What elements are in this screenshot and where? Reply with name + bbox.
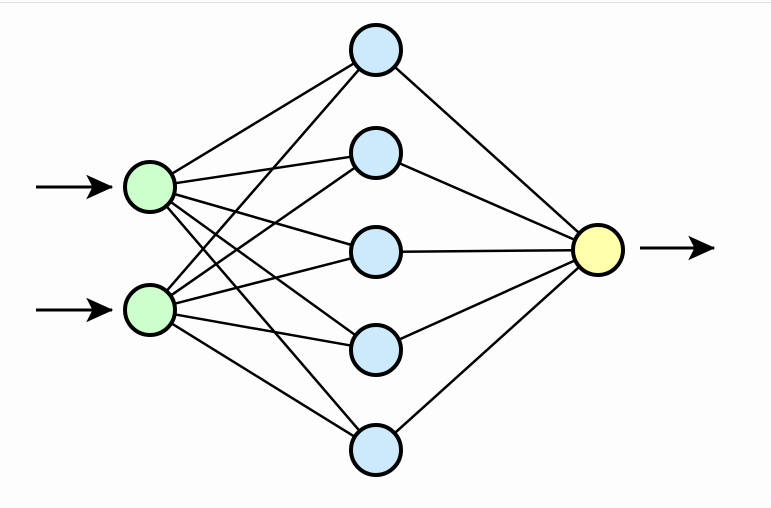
neuron-hidden-4[interactable] [349,323,403,377]
connection-h5-o1 [392,265,582,435]
connection-i1-h1 [169,61,357,176]
neuron-circle-h5[interactable] [349,423,403,477]
neuron-input-1[interactable] [123,160,177,214]
connection-i1-h3 [172,192,354,247]
connection-i2-h3 [172,256,354,306]
connection-i2-h2 [168,165,358,298]
connection-h1-o1 [392,65,582,235]
connection-i2-h5 [169,321,357,439]
neuron-circle-o1[interactable] [571,223,625,277]
neuron-hidden-2[interactable] [349,126,403,180]
neuron-circle-i2[interactable] [123,283,177,337]
connection-i2-h1 [164,67,362,293]
neuron-circle-h1[interactable] [349,23,403,77]
connection-i1-h5 [164,204,362,433]
neuron-output-1[interactable] [571,223,625,277]
connection-h2-o1 [397,161,577,242]
io-arrows-group [36,174,716,323]
neuron-circle-h4[interactable] [349,323,403,377]
connection-h4-o1 [397,258,577,342]
neuron-circle-i1[interactable] [123,160,177,214]
connection-i1-h4 [168,200,358,337]
neuron-circle-h2[interactable] [349,126,403,180]
connection-i1-h2 [173,155,353,185]
neuron-hidden-3[interactable] [349,225,403,279]
neuron-input-2[interactable] [123,283,177,337]
neuron-hidden-5[interactable] [349,423,403,477]
neurons-group [123,23,625,477]
top-divider [0,2,771,3]
neuron-circle-h3[interactable] [349,225,403,279]
connections-group [164,61,582,439]
neuron-hidden-1[interactable] [349,23,403,77]
connection-i2-h4 [173,312,353,348]
connection-h3-o1 [399,248,575,254]
